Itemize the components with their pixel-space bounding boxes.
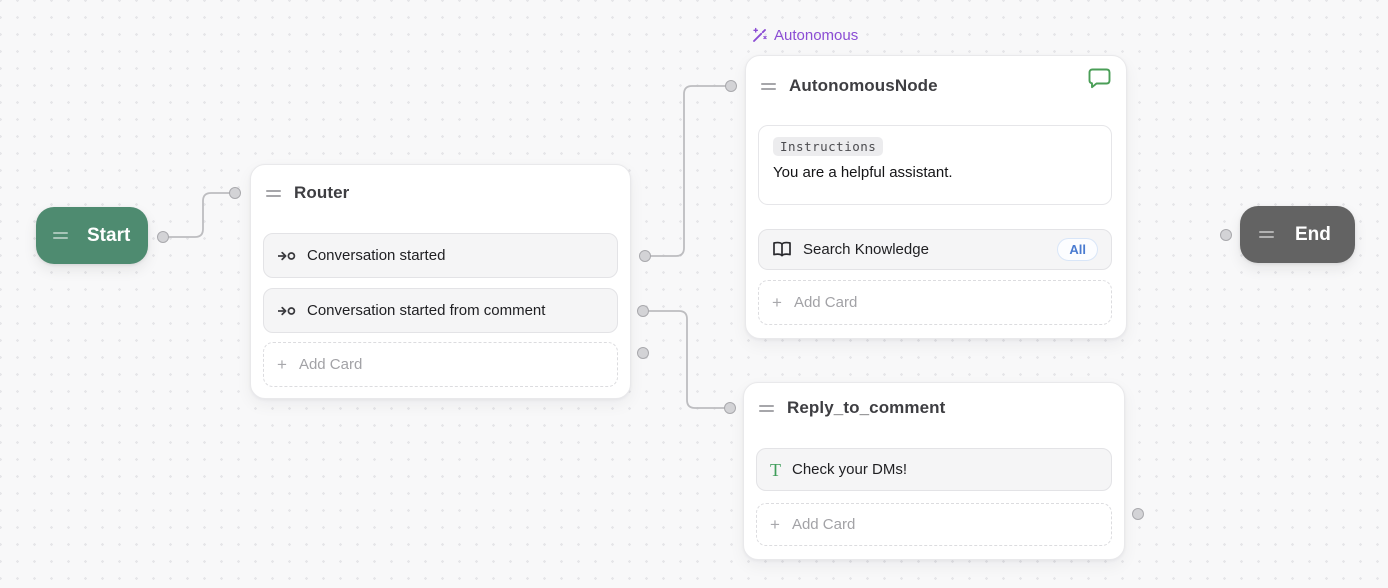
- port-router-output-3[interactable]: [637, 347, 649, 359]
- drag-handle-icon[interactable]: [761, 82, 776, 90]
- router-add-card-button[interactable]: + Add Card: [263, 342, 618, 387]
- reply-add-card-button[interactable]: + Add Card: [756, 503, 1112, 546]
- trigger-arrow-icon: [277, 249, 296, 263]
- start-node[interactable]: Start: [36, 207, 148, 264]
- wire-start-to-router: [163, 192, 235, 238]
- magic-wand-icon: [751, 27, 768, 44]
- drag-handle-icon[interactable]: [759, 404, 774, 412]
- autonomous-add-card-button[interactable]: + Add Card: [758, 280, 1112, 325]
- add-card-label: Add Card: [791, 516, 856, 533]
- end-node-label: End: [1295, 223, 1331, 245]
- instructions-card[interactable]: Instructions You are a helpful assistant…: [758, 125, 1112, 205]
- router-card-conversation-started-from-comment[interactable]: Conversation started from comment: [263, 288, 618, 333]
- add-card-label: Add Card: [793, 294, 858, 311]
- port-reply-output[interactable]: [1132, 508, 1144, 520]
- plus-icon: +: [770, 515, 780, 534]
- text-icon: T: [770, 459, 781, 480]
- reply-node-header: Reply_to_comment: [759, 398, 945, 418]
- port-router-input[interactable]: [229, 187, 241, 199]
- autonomous-tag-label: Autonomous: [774, 27, 859, 44]
- port-reply-input[interactable]: [724, 402, 736, 414]
- plus-icon: +: [772, 293, 782, 312]
- router-node-title: Router: [294, 183, 350, 202]
- end-node[interactable]: End: [1240, 206, 1355, 263]
- card-label: Conversation started: [307, 247, 446, 264]
- drag-handle-icon[interactable]: [53, 232, 68, 239]
- chat-bubble-icon[interactable]: [1088, 68, 1111, 94]
- wire-router-to-autonomous: [645, 85, 731, 257]
- port-autonomous-input[interactable]: [725, 80, 737, 92]
- router-node[interactable]: Router Conversation started Conversati: [250, 164, 631, 399]
- autonomous-node[interactable]: AutonomousNode Instructions You are a he…: [745, 55, 1127, 339]
- start-node-label: Start: [87, 224, 131, 246]
- port-router-output-1[interactable]: [639, 250, 651, 262]
- autonomous-node-header: AutonomousNode: [761, 76, 938, 96]
- add-card-label: Add Card: [298, 356, 363, 373]
- reply-to-comment-node[interactable]: Reply_to_comment T Check your DMs! + Add…: [743, 382, 1125, 560]
- card-label: Conversation started from comment: [307, 302, 546, 319]
- autonomous-node-title: AutonomousNode: [789, 76, 938, 95]
- open-book-icon: [772, 241, 792, 258]
- router-node-header: Router: [266, 183, 349, 203]
- plus-icon: +: [277, 355, 287, 374]
- instructions-text: You are a helpful assistant.: [773, 164, 953, 181]
- port-start-output[interactable]: [157, 231, 169, 243]
- port-router-output-2[interactable]: [637, 305, 649, 317]
- instructions-tag: Instructions: [773, 137, 884, 156]
- drag-handle-icon[interactable]: [1259, 231, 1274, 238]
- trigger-arrow-icon: [277, 304, 296, 318]
- router-card-conversation-started[interactable]: Conversation started: [263, 233, 618, 278]
- wire-router-to-reply: [643, 310, 730, 409]
- card-label: Check your DMs!: [792, 461, 908, 478]
- drag-handle-icon[interactable]: [266, 189, 281, 197]
- reply-message-card[interactable]: T Check your DMs!: [756, 448, 1112, 491]
- reply-node-title: Reply_to_comment: [787, 398, 946, 417]
- autonomous-tag: Autonomous: [751, 27, 858, 44]
- search-knowledge-card[interactable]: Search Knowledge All: [758, 229, 1112, 270]
- card-label: Search Knowledge: [803, 241, 929, 258]
- port-end-input[interactable]: [1220, 229, 1232, 241]
- knowledge-scope-badge[interactable]: All: [1057, 238, 1098, 261]
